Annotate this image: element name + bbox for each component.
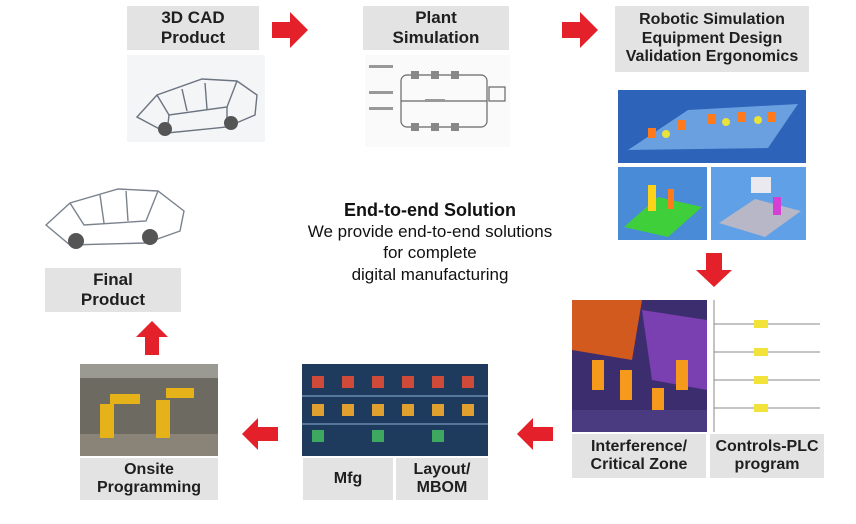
center-title: End-to-end Solution: [344, 200, 516, 220]
mfg-layout-image: [302, 364, 488, 456]
label-line: Controls-PLC: [715, 437, 819, 455]
onsite-robot-image: [80, 364, 218, 456]
center-line: digital manufacturing: [351, 264, 509, 284]
label-robotic-simulation: Robotic Simulation Equipment Design Vali…: [615, 6, 809, 72]
label-final-product: Final Product: [45, 268, 181, 312]
label-plant-simulation: Plant Simulation: [363, 6, 509, 50]
interference-sim-image: [572, 300, 707, 432]
label-line: Interference/: [590, 437, 688, 455]
plc-ladder-diagram: [708, 300, 824, 432]
label-interference-critical-zone: Interference/ Critical Zone: [572, 434, 706, 478]
robotic-line-image: [618, 90, 806, 163]
label-controls-plc-program: Controls-PLC program: [710, 434, 824, 478]
final-car-image: [40, 175, 190, 260]
label-mfg: Mfg: [303, 458, 393, 500]
label-line: Programming: [96, 479, 201, 496]
label-line: Simulation: [392, 28, 480, 47]
label-line: MBOM: [416, 479, 468, 496]
arrow-right-icon: [272, 12, 308, 48]
label-line: Plant: [415, 8, 457, 28]
label-line: Final: [93, 270, 133, 290]
robot-cell-image-right: [711, 167, 806, 240]
car-body-image: [127, 55, 265, 142]
label-layout-mbom: Layout/ MBOM: [396, 458, 488, 500]
arrow-left-icon: [242, 418, 278, 450]
center-text-block: End-to-end Solution We provide end-to-en…: [280, 200, 580, 285]
arrow-right-icon: [562, 12, 598, 48]
center-line: We provide end-to-end solutions: [307, 222, 553, 241]
label-line: Mfg: [333, 469, 363, 487]
arrow-down-icon: [696, 253, 732, 287]
label-line: 3D CAD: [161, 8, 225, 28]
label-line: Product: [80, 290, 146, 309]
label-line: Product: [160, 28, 226, 47]
label-onsite-programming: Onsite Programming: [80, 458, 218, 500]
arrow-left-icon: [517, 418, 553, 450]
plant-layout-diagram: [365, 55, 510, 147]
label-line: Critical Zone: [590, 456, 688, 473]
label-line: program: [734, 456, 800, 473]
label-line: Validation Ergonomics: [625, 48, 799, 66]
label-line: Equipment Design: [641, 29, 783, 47]
label-line: Onsite: [124, 460, 174, 478]
robot-cell-image-left: [618, 167, 707, 240]
center-line: for complete: [383, 243, 477, 263]
label-3d-cad-product: 3D CAD Product: [127, 6, 259, 50]
label-line: Layout/: [413, 460, 471, 478]
arrow-up-icon: [136, 321, 168, 355]
label-line: Robotic Simulation: [639, 11, 785, 29]
